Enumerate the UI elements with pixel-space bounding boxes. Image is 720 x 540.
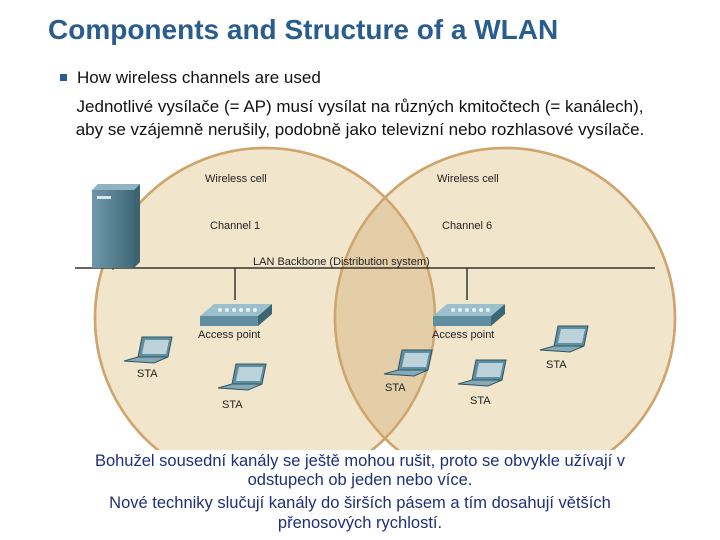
backbone-label: LAN Backbone (Distribution system): [253, 256, 430, 268]
cell-left-label: Wireless cell: [205, 173, 267, 185]
outro-line-1: Bohužel sousední kanály se ještě mohou r…: [94, 452, 626, 470]
laptop-sta-4-icon: [457, 359, 507, 387]
outro-line-4: přenosových rychlostí.: [277, 514, 443, 532]
sta-label-1: STA: [137, 368, 158, 380]
laptop-sta-5-icon: [539, 325, 589, 353]
sta-label-3: STA: [385, 382, 406, 394]
bullet-text: How wireless channels are used: [77, 68, 321, 87]
slide-title: Components and Structure of a WLAN: [48, 14, 559, 45]
laptop-sta-1-icon: [123, 336, 173, 364]
laptop-sta-2-icon: [217, 363, 267, 391]
bullet-square-icon: [60, 74, 67, 81]
sta-label-2: STA: [222, 399, 243, 411]
outro-line-2: odstupech ob jeden nebo více.: [247, 471, 473, 489]
sta-label-4: STA: [470, 395, 491, 407]
bullet-item: How wireless channels are used: [60, 68, 321, 88]
access-point-left-icon: [200, 268, 272, 326]
laptop-sta-3-icon: [383, 349, 433, 377]
intro-line-1: Jednotlivé vysílače (= AP) musí vysílat …: [76, 97, 644, 116]
access-point-right-label: Access point: [432, 329, 494, 341]
channel-left-label: Channel 1: [210, 220, 260, 232]
access-point-left-label: Access point: [198, 329, 260, 341]
access-point-right-icon: [433, 268, 505, 326]
outro-line-3: Nové techniky slučují kanály do širších …: [109, 494, 611, 512]
cell-right-label: Wireless cell: [437, 173, 499, 185]
channel-right-label: Channel 6: [442, 220, 492, 232]
sta-label-5: STA: [546, 359, 567, 371]
intro-line-2: aby se vzájemně nerušily, podobně jako t…: [75, 120, 645, 139]
wlan-diagram: Wireless cell Wireless cell Channel 1 Ch…: [75, 146, 677, 450]
server-icon: [92, 184, 140, 270]
